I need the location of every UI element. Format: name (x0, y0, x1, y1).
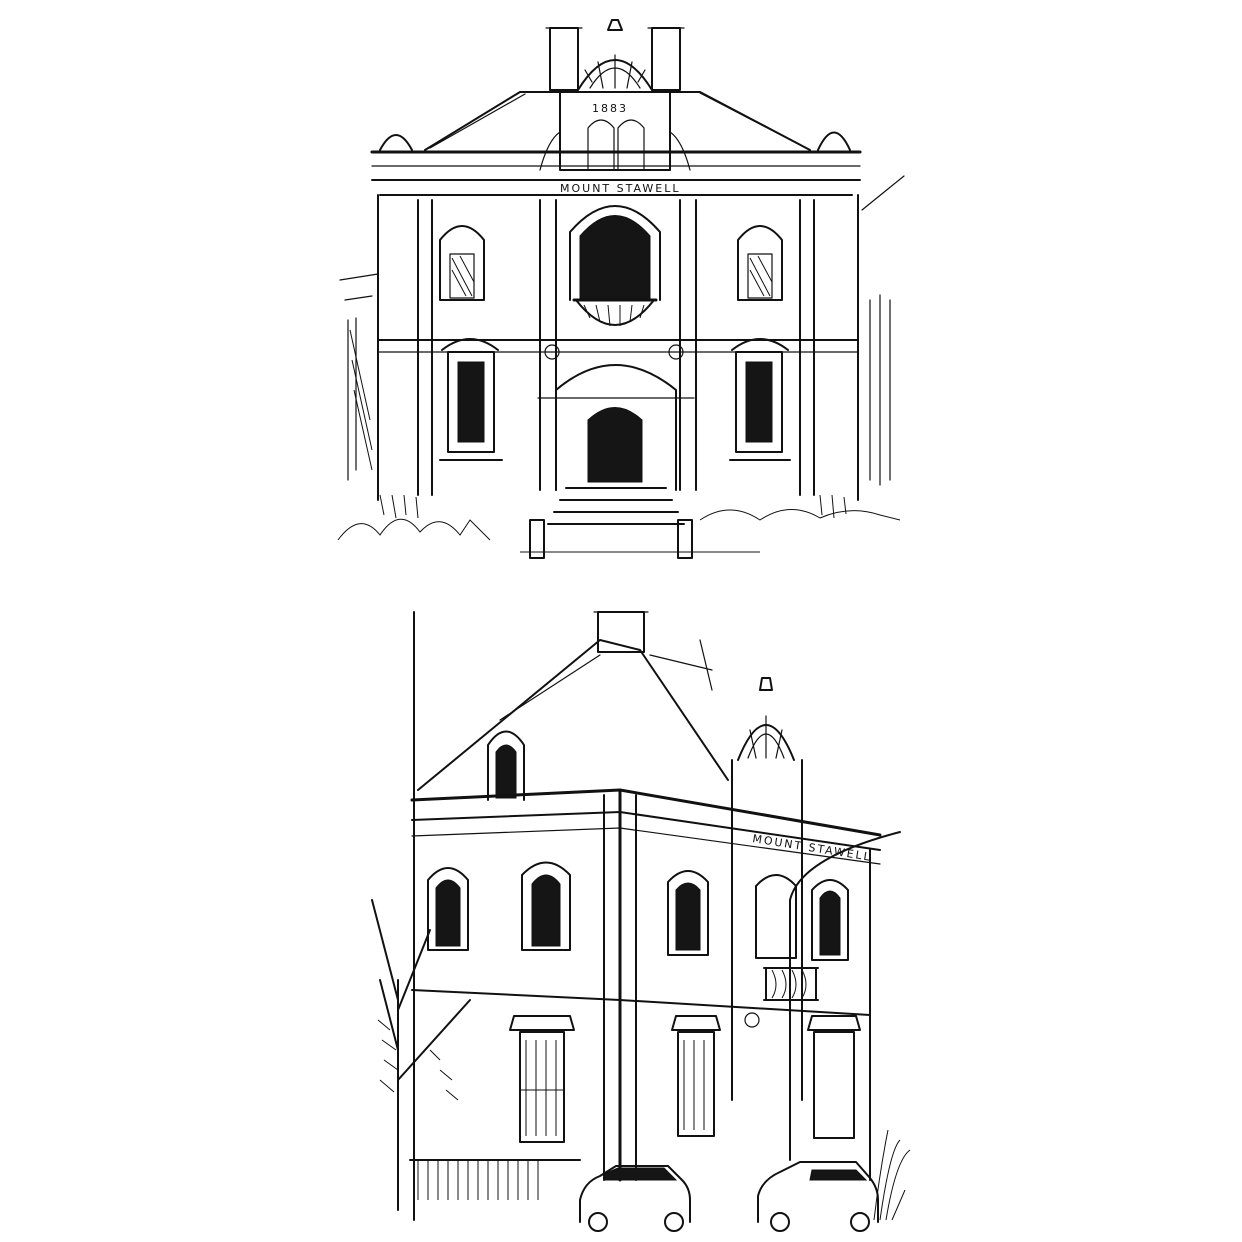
inscription-corner-name: MOUNT STAWELL (752, 832, 873, 864)
inscription-name: MOUNT STAWELL (560, 182, 681, 195)
inscription-year: 1883 (592, 102, 628, 115)
corner-view-drawing: MOUNT STAWELL (371, 611, 911, 1232)
front-facade-drawing: 1883 MOUNT STAWELL (337, 19, 905, 559)
